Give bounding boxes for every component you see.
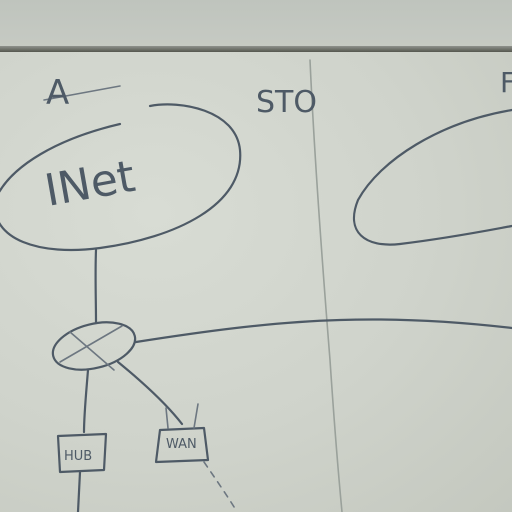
router-cross-b	[69, 331, 115, 371]
router-symbol	[51, 321, 137, 371]
hub-box	[56, 432, 108, 474]
inet-ellipse	[0, 103, 242, 252]
wan-box	[154, 426, 210, 464]
label-inet: INet	[41, 151, 139, 217]
right-ellipse	[352, 108, 512, 246]
label-a-strike	[43, 85, 121, 101]
label-hub: HUB	[64, 449, 92, 464]
divider-line	[309, 59, 343, 512]
label-site-right: F	[500, 66, 512, 99]
wan-antenna-right	[193, 403, 199, 429]
wan-dashed-line	[203, 461, 237, 511]
label-site-a: A	[46, 73, 69, 113]
router-to-wan-line	[116, 360, 184, 426]
hub-down-line	[76, 470, 82, 512]
router-to-hub-line	[82, 368, 90, 434]
label-sto: STO	[256, 85, 317, 120]
router-cross-a	[59, 325, 123, 363]
whiteboard-frame	[0, 46, 512, 52]
wan-antenna-left	[165, 407, 169, 429]
router-to-right-line	[134, 318, 512, 344]
label-wan: WAN	[166, 437, 197, 452]
wall-above-board	[0, 0, 512, 48]
